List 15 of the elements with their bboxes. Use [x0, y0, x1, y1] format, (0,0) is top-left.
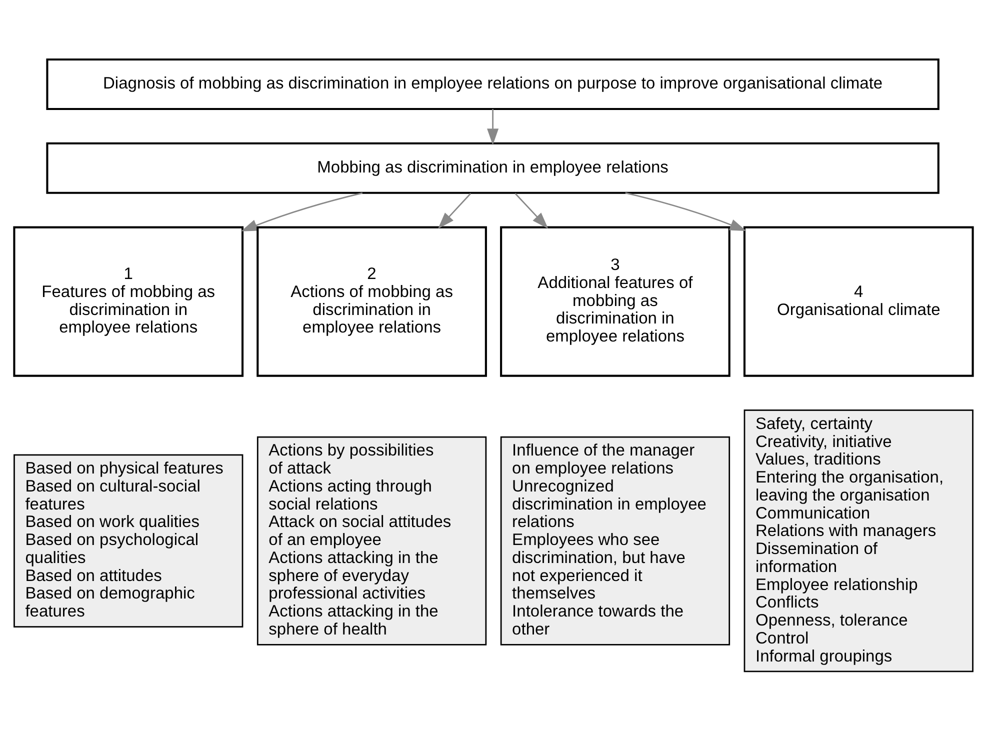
node-box: 3 Additional features of mobbing as discrimination in employee relations	[500, 226, 730, 377]
arrow	[438, 193, 472, 229]
node-box: 2 Actions of mobbing as discrimination in employee relations	[256, 226, 487, 377]
node-box: Mobbing as discrimination in employee relations	[46, 142, 940, 194]
arrow	[625, 192, 746, 231]
arrow	[240, 192, 363, 232]
arrow	[487, 109, 499, 146]
node-box: Based on physical features Based on cultural-social features Based on work qualities Based on psychological qualities Based on attitudes Based on demographic features	[14, 454, 244, 628]
arrow	[514, 193, 548, 229]
node-box: 4 Organisational climate	[743, 226, 974, 377]
node-box: Diagnosis of mobbing as discrimination in employee relations on purpose to improve organisational climate	[46, 58, 940, 110]
node-box: Actions by possibilities of attack Actions acting through social relations Attack on social attitudes of an employee Actions attacking in the sphere of everyday professional activities Actions attacking in the sphere of health	[256, 436, 487, 646]
node-box: 1 Features of mobbing as discrimination in employee relations	[13, 226, 244, 377]
node-box: Safety, certainty Creativity, initiative Values, traditions Entering the organisation, leaving the organisation Communication Relations with managers Dissemination of information Employee relationship Conflicts Openness, tolerance Control Informal groupings	[744, 410, 974, 672]
node-box: Influence of the manager on employee relations Unrecognized discrimination in employee relations Employees who see discrimination, but have not experienced it themselves Intolerance towards the other	[500, 436, 730, 646]
